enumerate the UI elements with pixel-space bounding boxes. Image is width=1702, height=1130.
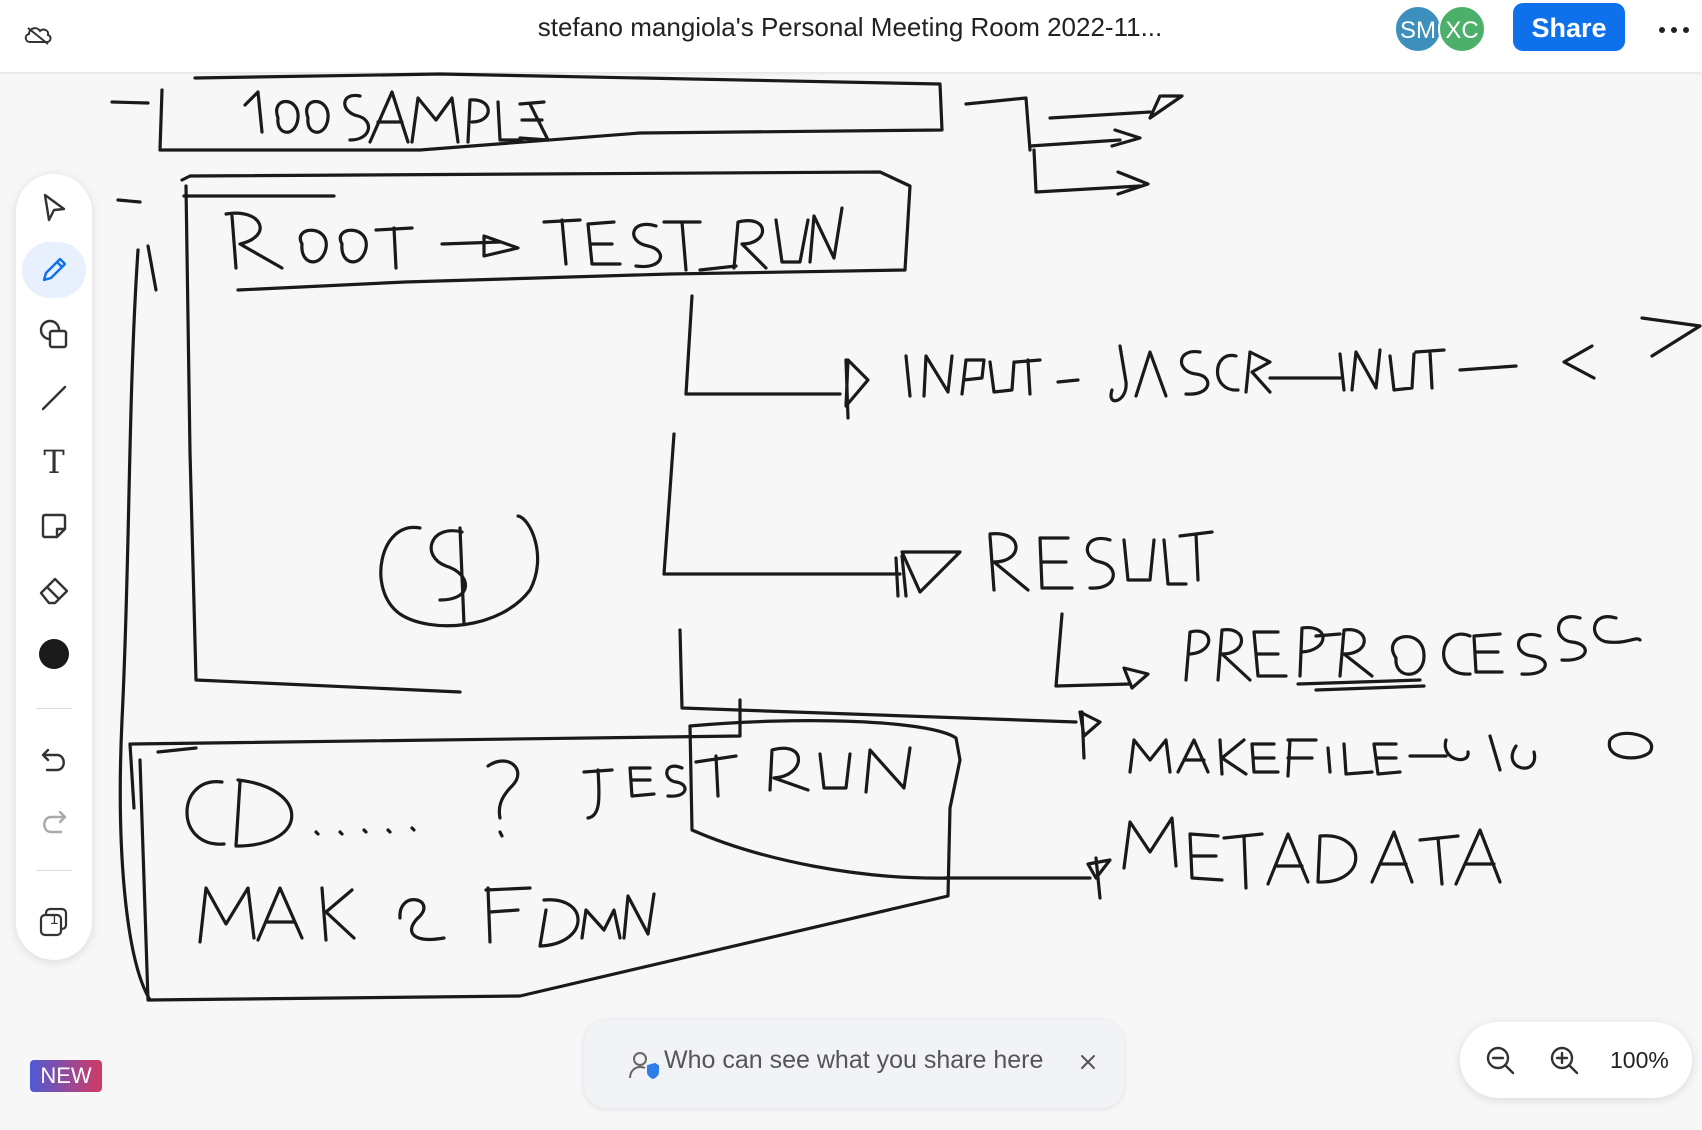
zoom-controls: 100% — [1460, 1022, 1692, 1098]
stroke-dollar-circle — [379, 514, 540, 628]
zoom-out-icon — [1486, 1046, 1515, 1075]
meeting-title: stefano mangiola's Personal Meeting Room… — [537, 12, 1163, 42]
sticky-note-icon — [41, 513, 67, 539]
text-icon: T — [43, 443, 65, 481]
stroke-box-root — [180, 170, 912, 292]
eraser-icon — [39, 577, 69, 605]
pages-button[interactable]: 1 — [22, 894, 86, 950]
new-badge[interactable]: NEW — [30, 1060, 102, 1092]
cloud-sync-icon[interactable] — [18, 14, 58, 54]
shapes-icon — [39, 319, 68, 349]
pages-icon — [39, 907, 68, 937]
undo-icon — [41, 748, 65, 772]
zoom-out-button[interactable] — [1478, 1038, 1522, 1082]
user-shield-icon — [629, 1052, 659, 1080]
avatar-xc[interactable]: XC — [1438, 5, 1486, 53]
share-button[interactable]: Share — [1513, 3, 1625, 51]
close-icon — [1081, 1055, 1095, 1069]
redo-button[interactable] — [22, 794, 86, 850]
stroke-bottom-frame — [130, 698, 742, 746]
text-tool[interactable]: T — [22, 434, 86, 490]
sticky-note-tool[interactable] — [22, 498, 86, 554]
stroke-left-frame — [184, 184, 462, 694]
more-options-icon[interactable] — [1654, 10, 1694, 50]
undo-button[interactable] — [22, 732, 86, 788]
close-notice-button[interactable] — [1070, 1044, 1106, 1080]
toolbar-divider — [36, 708, 72, 709]
pages-count: 1 — [50, 911, 59, 928]
share-visibility-notice: Who can see what you share here — [584, 1020, 1124, 1108]
line-icon — [41, 385, 67, 411]
toolbar-divider — [36, 870, 72, 871]
pen-icon — [42, 257, 67, 282]
zoom-in-button[interactable] — [1542, 1038, 1586, 1082]
line-tool[interactable] — [22, 370, 86, 426]
color-picker[interactable] — [22, 626, 86, 682]
whiteboard-toolbar: T 1 — [16, 174, 92, 960]
share-notice-text: Who can see what you share here — [664, 1046, 1044, 1074]
zoom-level[interactable]: 100% — [1610, 1047, 1669, 1073]
select-icon — [43, 193, 66, 222]
avatar-sm[interactable]: SM — [1394, 5, 1442, 53]
shapes-tool[interactable] — [22, 306, 86, 362]
redo-icon — [43, 810, 67, 834]
pen-tool[interactable] — [22, 242, 86, 298]
stroke-box-100-sample — [158, 72, 944, 152]
top-bar: stefano mangiola's Personal Meeting Room… — [0, 0, 1702, 72]
zoom-in-icon — [1550, 1046, 1579, 1075]
color-icon — [39, 639, 69, 669]
eraser-tool[interactable] — [22, 562, 86, 618]
select-tool[interactable] — [22, 180, 86, 236]
